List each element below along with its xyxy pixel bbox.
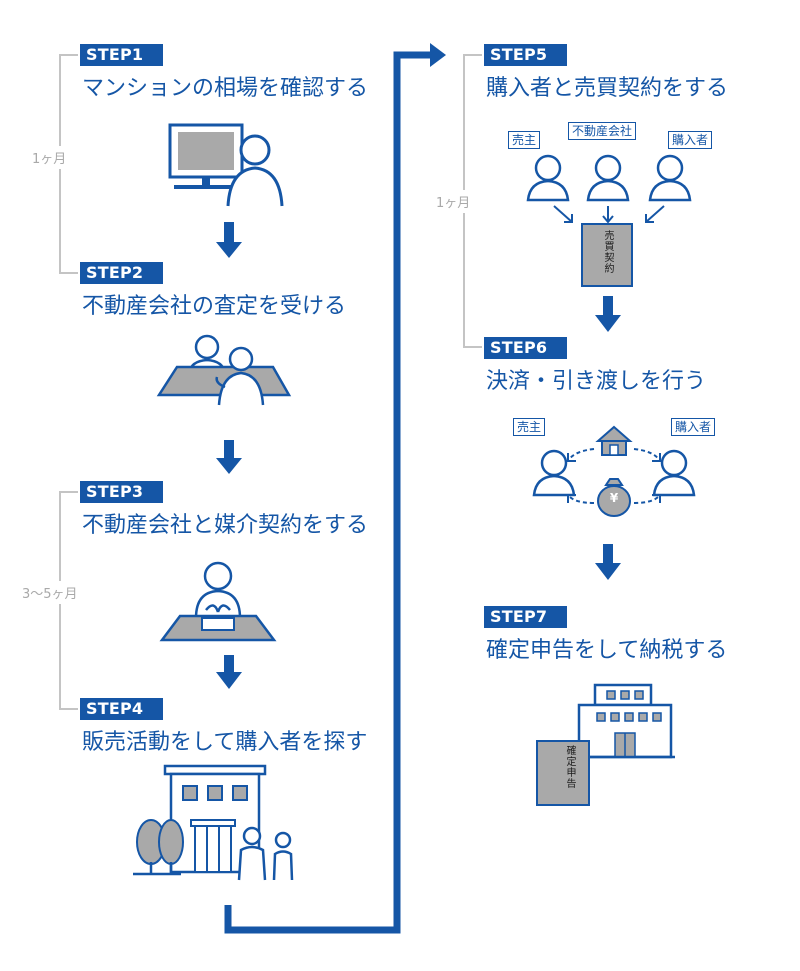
- step6-badge: STEP6: [484, 337, 567, 359]
- step6-buyer-label: 購入者: [671, 418, 716, 436]
- step6-buyer-person-icon: [652, 449, 696, 497]
- flow-connector-line: [224, 51, 432, 934]
- tax-office-building-icon: [536, 683, 675, 806]
- duration-label-step1-2: 1ヶ月: [32, 146, 67, 169]
- tax-return-document-label: 確定申告: [564, 745, 575, 789]
- step6-seller-label: 売主: [513, 418, 546, 436]
- step6-seller-person-icon: [532, 449, 576, 497]
- step5-seller-label: 売主: [508, 131, 541, 149]
- step3-title: 不動産会社と媒介契約をする: [82, 513, 369, 538]
- step2-title: 不動産会社の査定を受ける: [82, 294, 347, 319]
- agency-person-icon: [586, 154, 630, 202]
- step5-badge: STEP5: [484, 44, 567, 66]
- step7-title: 確定申告をして納税する: [486, 638, 728, 663]
- contract-document-label: 売買契約: [602, 230, 613, 274]
- house-icon: [595, 425, 633, 456]
- duration-label-step5-6: 1ヶ月: [436, 190, 471, 213]
- seller-person-icon: [526, 154, 570, 202]
- appraisal-meeting-icon: [156, 334, 292, 406]
- step5-title: 購入者と売買契約をする: [486, 76, 729, 101]
- step4-title: 販売活動をして購入者を探す: [82, 730, 368, 755]
- flow-connector-arrowhead: [430, 43, 446, 67]
- buyer-person-icon: [648, 154, 692, 202]
- step7-badge: STEP7: [484, 606, 567, 628]
- step3-badge: STEP3: [80, 481, 163, 503]
- step5-contract-diagram: [526, 154, 692, 287]
- sales-activity-building-icon: [133, 764, 294, 881]
- step6-settlement-diagram: [532, 425, 696, 517]
- down-arrow-6-7: [595, 544, 621, 580]
- money-bag-icon: [597, 478, 631, 517]
- step6-title: 決済・引き渡しを行う: [486, 369, 707, 394]
- step2-badge: STEP2: [80, 262, 163, 284]
- down-arrow-5-6: [595, 296, 621, 332]
- down-arrow-1-2: [216, 222, 242, 258]
- duration-label-step3-4: 3〜5ヶ月: [22, 581, 78, 604]
- down-arrow-3-4: [216, 655, 242, 689]
- step1-badge: STEP1: [80, 44, 163, 66]
- step5-buyer-label: 購入者: [668, 131, 713, 149]
- step5-agency-label: 不動産会社: [568, 122, 637, 140]
- step4-badge: STEP4: [80, 698, 163, 720]
- person-at-computer-icon: [168, 123, 284, 207]
- signing-contract-icon: [159, 561, 277, 642]
- step1-title: マンションの相場を確認する: [82, 76, 369, 101]
- down-arrow-2-3: [216, 440, 242, 474]
- money-symbol: ¥: [609, 491, 619, 505]
